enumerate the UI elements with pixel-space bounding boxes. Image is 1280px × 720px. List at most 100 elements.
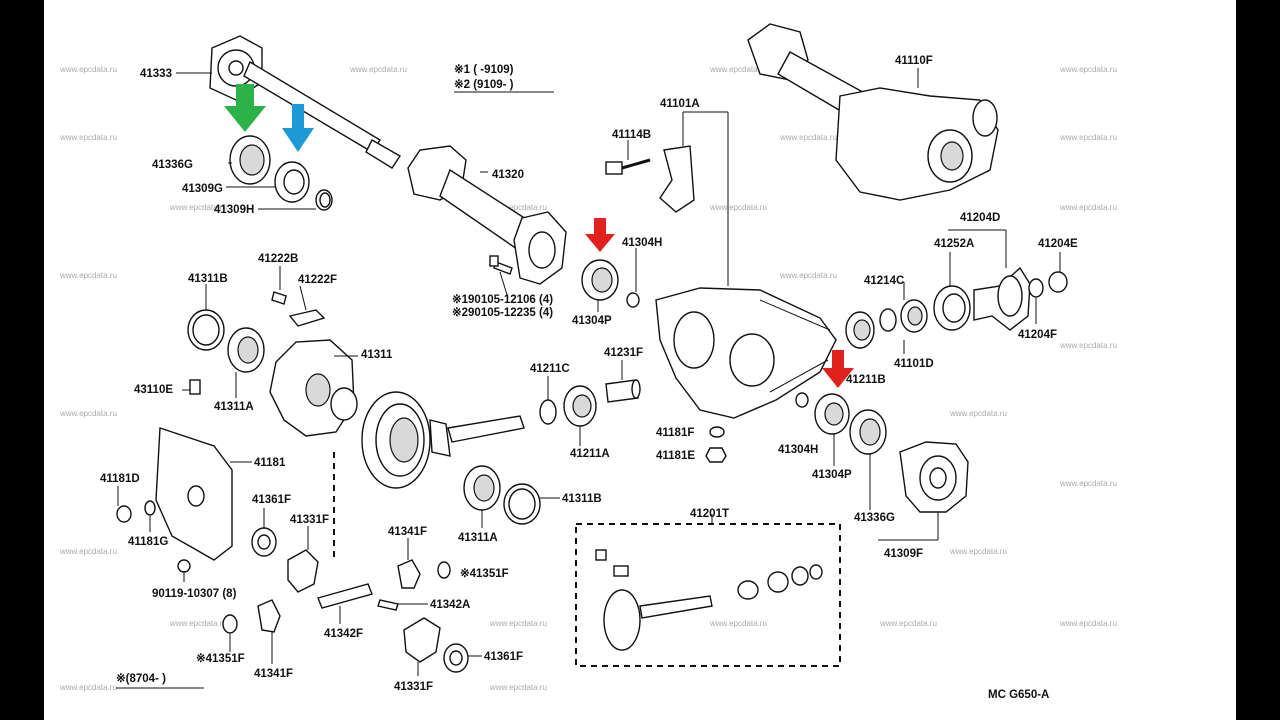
side-gear-41331f-top bbox=[287, 526, 319, 593]
label-43110e: 43110E bbox=[134, 384, 173, 396]
label-41222b: 41222B bbox=[258, 253, 298, 265]
watermark: www.epcdata.ru bbox=[59, 65, 117, 74]
bolt-housing bbox=[489, 255, 513, 299]
label-41320: 41320 bbox=[492, 169, 524, 181]
shim-41222b bbox=[271, 266, 287, 305]
bearing-41304p-top bbox=[581, 259, 619, 312]
watermark: www.epcdata.ru bbox=[59, 133, 117, 142]
pin-41342a bbox=[377, 599, 428, 611]
snap-ring-41311b-center bbox=[503, 483, 560, 525]
label-41304p-top: 41304P bbox=[572, 315, 612, 327]
label-41342a: 41342A bbox=[430, 599, 470, 611]
label-41341f-top: 41341F bbox=[388, 526, 427, 538]
watermark: www.epcdata.ru bbox=[1059, 65, 1117, 74]
label-41351f-bottom: ※41351F bbox=[196, 652, 245, 665]
red-arrow-top bbox=[585, 218, 615, 252]
washer-41204f bbox=[1028, 278, 1044, 324]
label-41361f-top: 41361F bbox=[252, 494, 291, 506]
bearing-41101d bbox=[900, 282, 928, 354]
snap-ring-41304h-bottom bbox=[795, 392, 809, 408]
label-41336g-left: 41336G bbox=[152, 159, 193, 171]
watermark: www.epcdata.ru bbox=[169, 619, 227, 628]
nut-41181f bbox=[709, 426, 725, 438]
label-41304p-bottom: 41304P bbox=[812, 469, 852, 481]
housing-assembly-41110f bbox=[747, 23, 999, 201]
differential-case-41311 bbox=[269, 339, 358, 437]
label-41181g: 41181G bbox=[128, 536, 168, 548]
label-41311b-center: 41311B bbox=[562, 493, 602, 505]
label-41181d: 41181D bbox=[100, 473, 140, 485]
diagram-code: MC G650-A bbox=[988, 689, 1049, 701]
label-41361f-bottom: 41361F bbox=[484, 651, 523, 663]
differential-carrier bbox=[655, 287, 837, 419]
ring-gear bbox=[361, 391, 431, 489]
watermark: www.epcdata.ru bbox=[59, 683, 117, 692]
axle-flange-right bbox=[878, 441, 969, 541]
bolt-90119 bbox=[177, 559, 191, 582]
label-41211a: 41211A bbox=[570, 448, 610, 460]
thrust-washer-41361f-bottom bbox=[443, 643, 482, 673]
watermark: www.epcdata.ru bbox=[1059, 619, 1117, 628]
watermark: www.epcdata.ru bbox=[779, 271, 837, 280]
label-41231f: 41231F bbox=[604, 347, 643, 359]
axle-shaft-41333 bbox=[176, 35, 401, 169]
nut-41204e bbox=[1048, 252, 1068, 293]
label-41333: 41333 bbox=[140, 68, 172, 80]
bearing-41311a-left bbox=[227, 327, 265, 398]
label-41331f-bottom: 41331F bbox=[394, 681, 433, 693]
label-41204e: 41204E bbox=[1038, 238, 1078, 250]
label-41311a-left: 41311A bbox=[214, 401, 254, 413]
label-41110f: 41110F bbox=[895, 55, 933, 67]
spacer-41211c bbox=[539, 376, 557, 425]
lock-plate-41222f bbox=[288, 285, 326, 327]
label-41309f: 41309F bbox=[884, 548, 923, 560]
axle-housing-41320 bbox=[407, 145, 567, 285]
snap-ring-41309h bbox=[315, 189, 333, 211]
label-41101d: 41101D bbox=[894, 358, 934, 370]
watermark: www.epcdata.ru bbox=[489, 683, 547, 692]
bearing-41336g-right bbox=[849, 409, 887, 510]
bearing-41211a bbox=[563, 385, 597, 446]
label-41351f-top: ※41351F bbox=[460, 567, 509, 580]
pinion-41341f-top bbox=[397, 538, 421, 589]
oil-seal-41252a bbox=[933, 252, 971, 331]
watermark: www.epcdata.ru bbox=[1059, 341, 1117, 350]
shaft-41342f bbox=[317, 583, 373, 624]
label-41222f: 41222F bbox=[298, 274, 337, 286]
label-41214c: 41214C bbox=[864, 275, 904, 287]
bearing-41336g-left bbox=[229, 135, 271, 185]
snap-ring-41311b-top bbox=[187, 284, 225, 351]
watermark: www.epcdata.ru bbox=[59, 409, 117, 418]
bolt-41181d bbox=[116, 486, 132, 523]
bearing-41309g-left bbox=[274, 161, 310, 203]
label-41181e: 41181E bbox=[656, 450, 695, 462]
bearing-41304p-bottom bbox=[814, 393, 850, 466]
thrust-washer-41361f-top bbox=[251, 508, 277, 557]
label-41311b-top: 41311B bbox=[188, 273, 228, 285]
spacer-41231f bbox=[605, 360, 641, 403]
side-gear-41331f-bottom bbox=[403, 617, 441, 676]
watermark: www.epcdata.ru bbox=[709, 65, 767, 74]
label-41252a: 41252A bbox=[934, 238, 974, 250]
bolt-note-2: ※290105-12235 (4) bbox=[452, 306, 553, 319]
watermark: www.epcdata.ru bbox=[1059, 479, 1117, 488]
differential-parts-diagram: www.epcdata.ru www.epcdata.ru www.epcdat… bbox=[59, 23, 1117, 701]
washer-41351f-top bbox=[437, 561, 451, 579]
watermark: www.epcdata.ru bbox=[489, 203, 547, 212]
label-41181f: 41181F bbox=[656, 427, 694, 439]
red-arrow-right bbox=[822, 350, 854, 388]
bearing-41311a-center bbox=[463, 465, 501, 528]
watermark: www.epcdata.ru bbox=[489, 619, 547, 628]
spacer bbox=[879, 308, 897, 332]
bolt-note-3: 90119-10307 (8) bbox=[152, 588, 237, 600]
watermarks: www.epcdata.ru www.epcdata.ru www.epcdat… bbox=[59, 65, 1117, 692]
label-41311: 41311 bbox=[361, 349, 393, 361]
label-41311a-center: 41311A bbox=[458, 532, 498, 544]
note-1: ※1 ( -9109) bbox=[454, 63, 514, 76]
label-41114b: 41114B bbox=[612, 129, 651, 141]
watermark: www.epcdata.ru bbox=[949, 409, 1007, 418]
label-41204f: 41204F bbox=[1018, 329, 1057, 341]
snap-ring-41304h-top bbox=[626, 248, 640, 308]
pinion-41341f-bottom bbox=[257, 599, 281, 664]
label-41336g-right: 41336G bbox=[854, 512, 895, 524]
